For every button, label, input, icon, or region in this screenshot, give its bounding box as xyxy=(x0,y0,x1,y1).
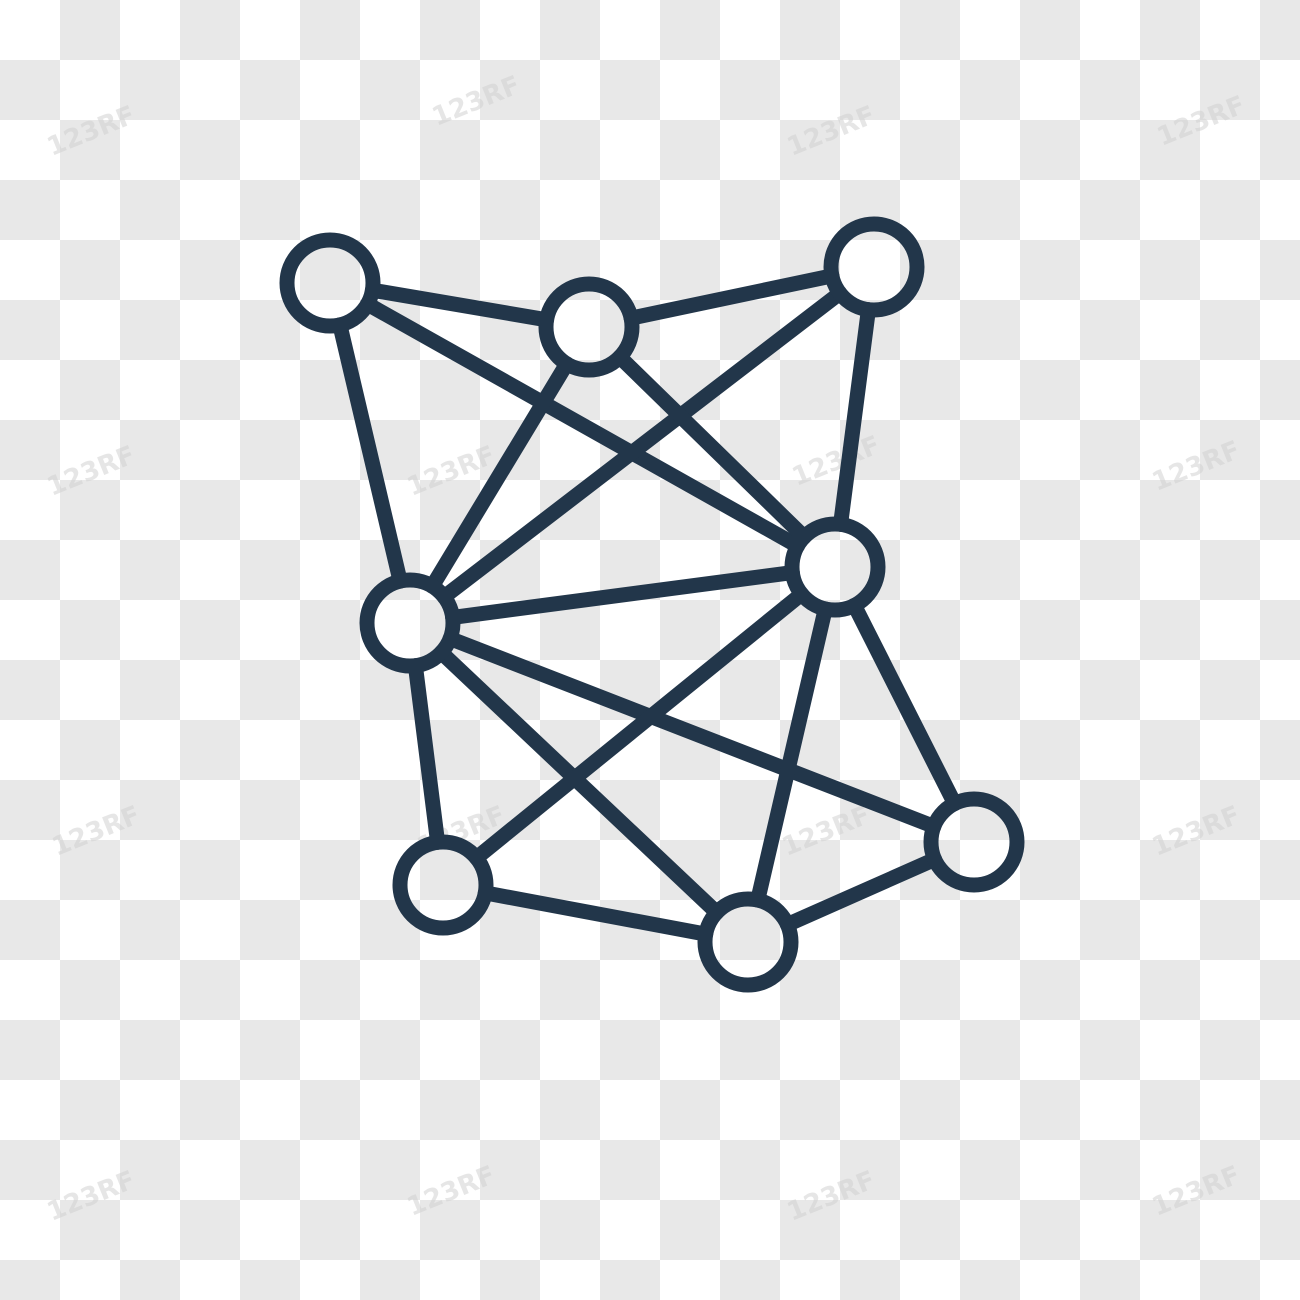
network-node-n4 xyxy=(784,516,886,618)
watermark: 123RF xyxy=(783,100,880,162)
network-node-n2 xyxy=(538,276,640,378)
network-edge-n4-n7 xyxy=(750,601,833,908)
network-edge-n2-n3 xyxy=(623,268,840,326)
network-edge-n6-n7 xyxy=(477,885,714,942)
network-node-n5 xyxy=(359,572,461,674)
watermark: 123RF xyxy=(48,800,145,862)
watermark: 123RF xyxy=(783,1165,880,1227)
network-node-n7 xyxy=(697,891,799,993)
network-edge-n5-n6 xyxy=(407,658,446,850)
watermark: 123RF xyxy=(778,800,875,862)
network-edge-n7-n8 xyxy=(779,851,943,933)
network-edge-n4-n6 xyxy=(468,586,810,866)
network-node-n8 xyxy=(923,791,1025,893)
watermark-text: 123RF xyxy=(1148,1160,1245,1222)
watermark-text: 123RF xyxy=(403,1160,500,1222)
watermark-text: 123RF xyxy=(783,1165,880,1227)
network-edge-n4-n8 xyxy=(846,597,963,812)
network-edge-n5-n4 xyxy=(445,565,800,625)
network-edge-n2-n4 xyxy=(612,349,812,545)
network-edge-n1-n2 xyxy=(364,282,555,328)
watermark-text: 123RF xyxy=(1153,90,1250,152)
network-edge-n1-n4 xyxy=(359,296,806,554)
watermark: 123RF xyxy=(788,430,885,492)
network-edge-n5-n8 xyxy=(442,631,942,834)
network-edges xyxy=(332,268,963,942)
watermark-text: 123RF xyxy=(778,800,875,862)
watermark: 123RF xyxy=(1153,90,1250,152)
watermark-text: 123RF xyxy=(43,1165,140,1227)
network-nodes xyxy=(279,216,1025,993)
watermark: 123RF xyxy=(43,100,140,162)
watermark-text: 123RF xyxy=(1148,435,1245,497)
network-node-n1 xyxy=(279,232,381,334)
watermark-text: 123RF xyxy=(783,100,880,162)
watermark: 123RF xyxy=(403,1160,500,1222)
network-edge-n2-n5 xyxy=(424,356,575,594)
network-edge-n1-n5 xyxy=(332,317,408,589)
network-edge-n3-n4 xyxy=(833,302,876,532)
watermark-text: 123RF xyxy=(43,440,140,502)
watermark-text: 123RF xyxy=(428,70,525,132)
watermark-text: 123RF xyxy=(788,430,885,492)
network-edge-n3-n5 xyxy=(436,285,848,605)
watermark: 123RF xyxy=(1148,435,1245,497)
watermark: 123RF xyxy=(1148,800,1245,862)
watermark: 123RF xyxy=(1148,1160,1245,1222)
watermark: 123RF xyxy=(43,1165,140,1227)
watermark-text: 123RF xyxy=(1148,800,1245,862)
watermark-text: 123RF xyxy=(48,800,145,862)
watermark: 123RF xyxy=(428,70,525,132)
network-node-n6 xyxy=(392,834,494,936)
watermark-layer: 123RF 123RF 123RF 123RF 123RF 123RF 123RF 123RF… xyxy=(43,70,1250,1227)
watermark-text: 123RF xyxy=(43,100,140,162)
watermark: 123RF xyxy=(43,440,140,502)
network-node-n3 xyxy=(823,216,925,318)
